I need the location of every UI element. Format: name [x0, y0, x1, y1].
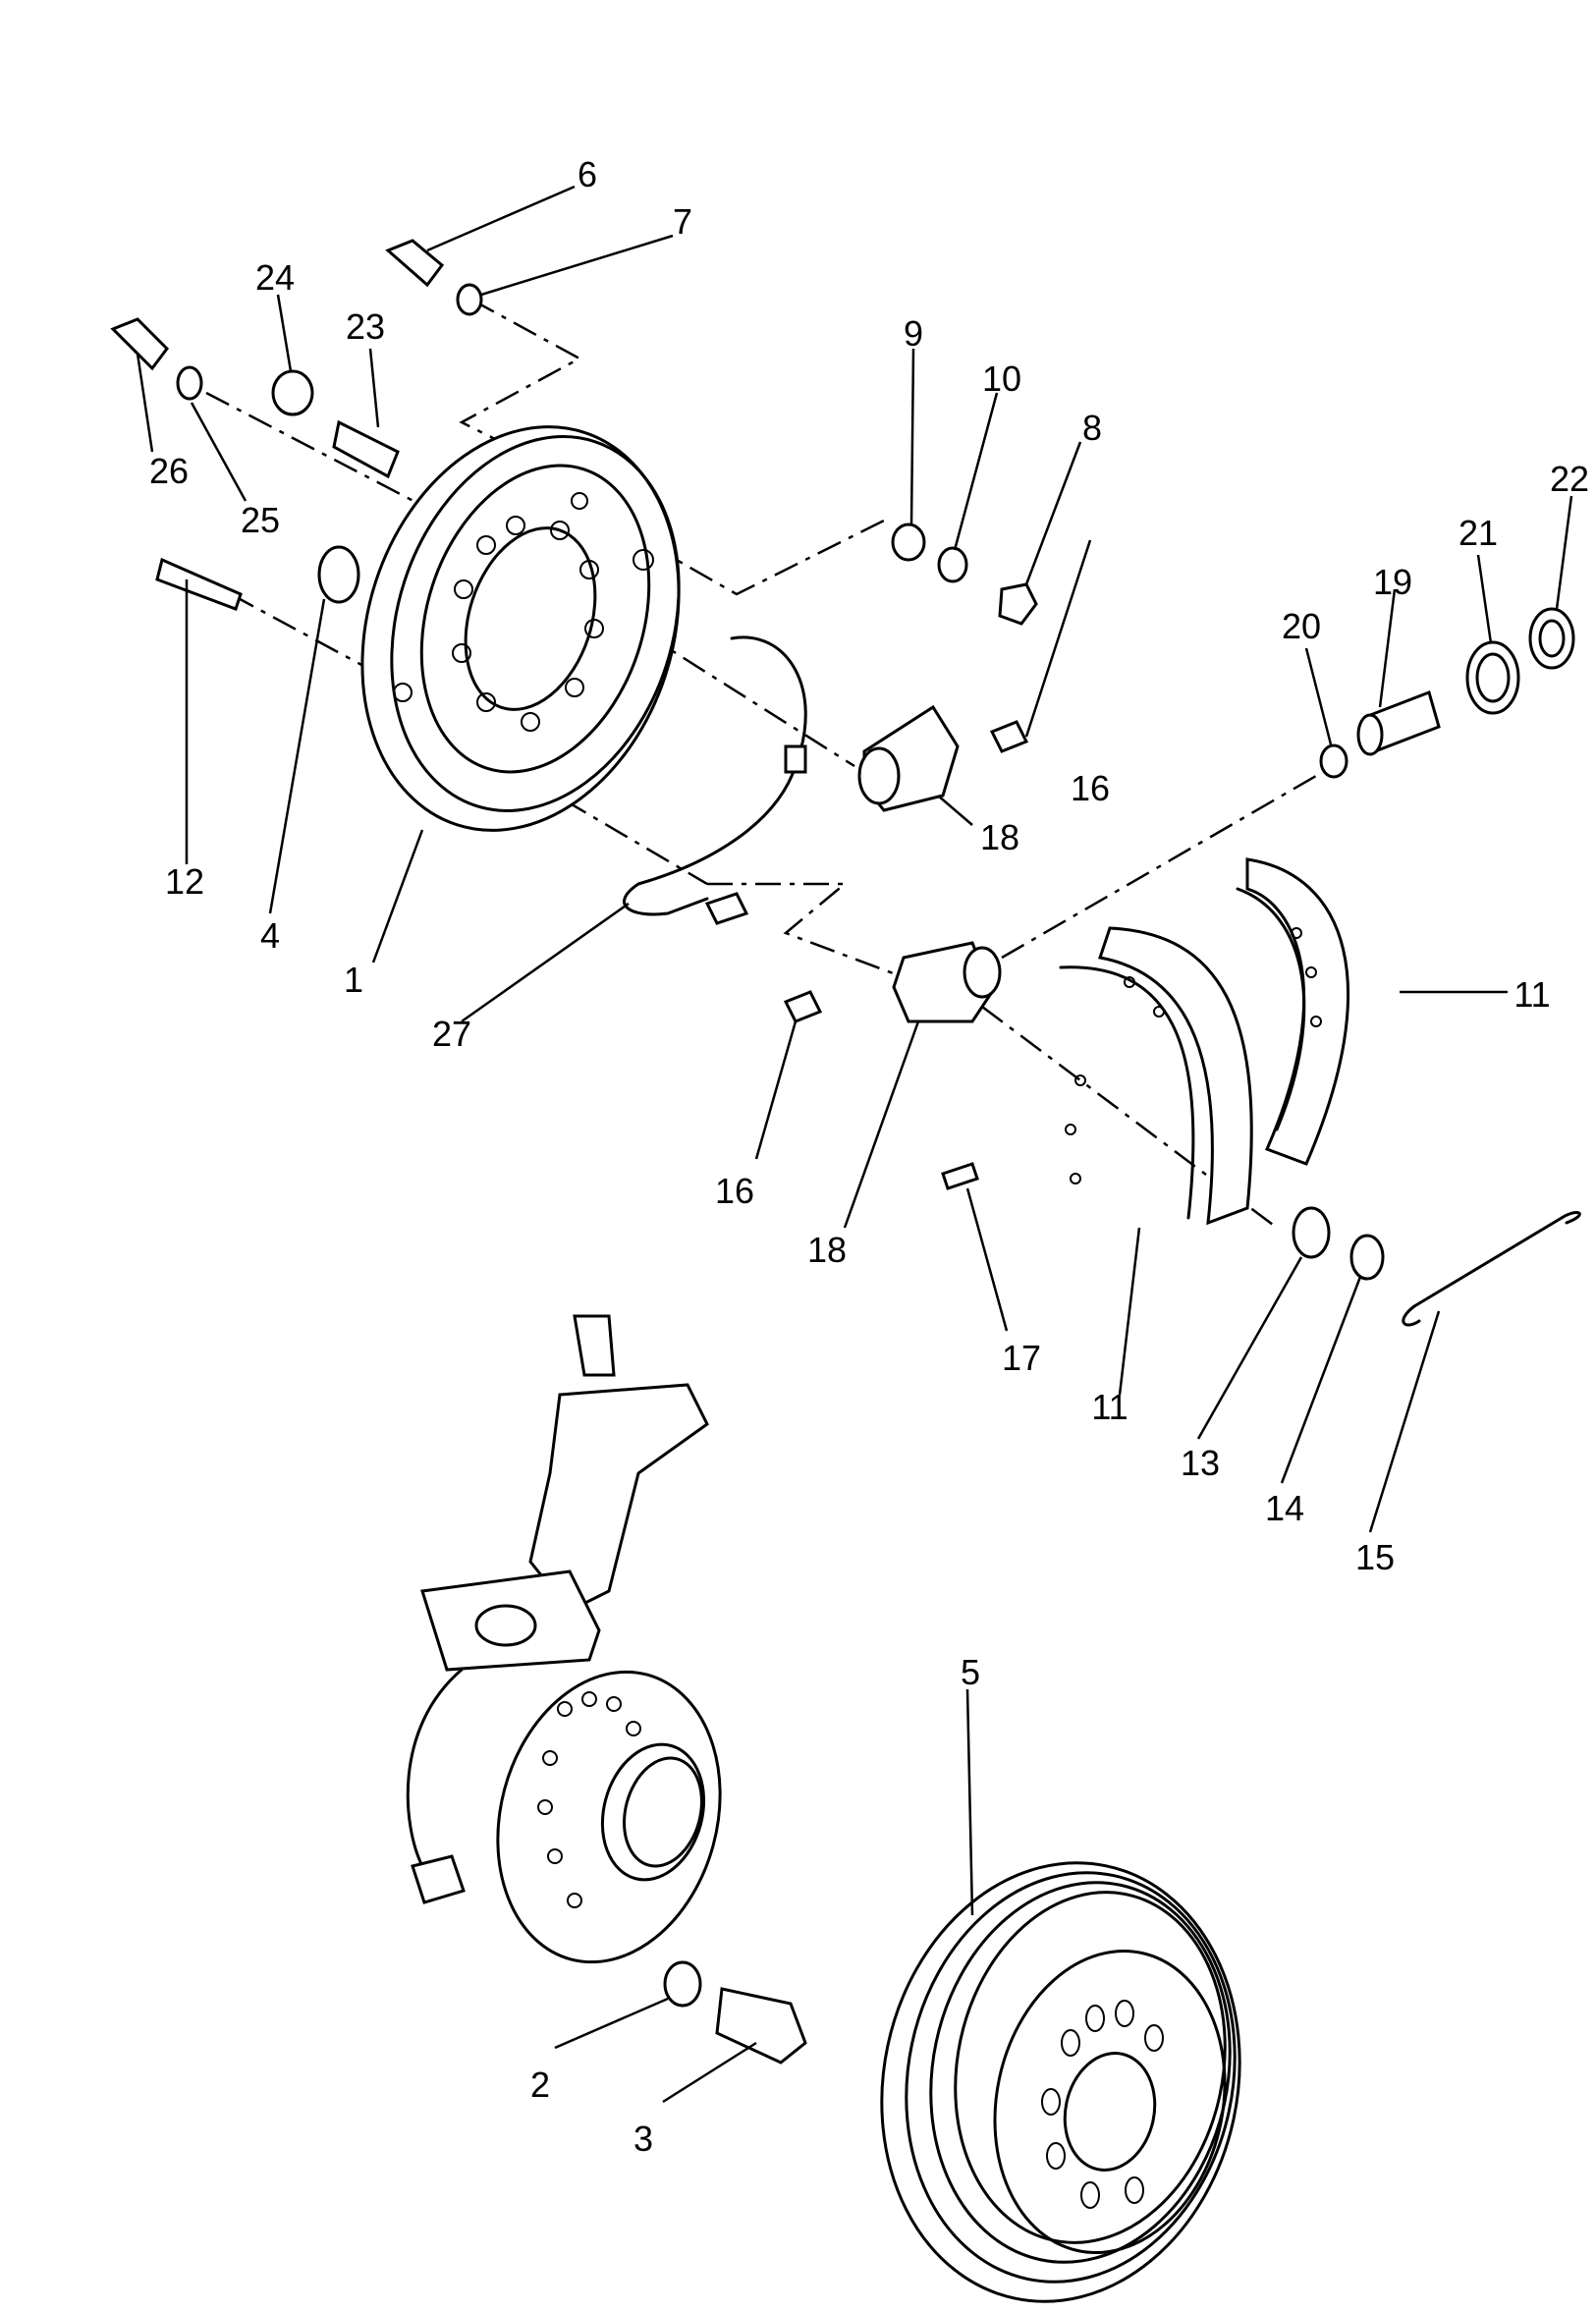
callout-3: 3: [633, 2119, 653, 2159]
return-spring-15: [1402, 1211, 1581, 1327]
backing-plate: [360, 425, 681, 832]
callout-24: 24: [255, 257, 295, 298]
callout-12: 12: [165, 861, 204, 902]
callout-21: 21: [1458, 513, 1498, 553]
callout-1: 1: [344, 960, 363, 1000]
piston-cup-20: [1319, 743, 1348, 779]
cylinder-piston-19: [1356, 690, 1441, 756]
wheel-cylinder: [892, 941, 1002, 1023]
callout-7: 7: [673, 201, 692, 242]
callout-17: 17: [1002, 1338, 1041, 1378]
wheel-cylinder-upper: [857, 704, 960, 812]
callout-18-upper: 18: [980, 817, 1019, 857]
nut-8: [998, 582, 1038, 626]
callout-10: 10: [982, 358, 1021, 399]
callout-2: 2: [530, 2064, 550, 2105]
callout-11-rear: 11: [1513, 974, 1550, 1015]
callout-5: 5: [961, 1652, 980, 1692]
callout-25: 25: [241, 500, 280, 540]
callout-20: 20: [1282, 606, 1321, 646]
washer-25: [176, 365, 203, 401]
pin-17: [941, 1162, 979, 1190]
cup-14: [1349, 1234, 1385, 1281]
callout-labels: 1 2 3 4 5 6 7 8 9 10 11 11 12 13 14 15 1…: [149, 154, 1589, 2159]
callout-8: 8: [1082, 408, 1102, 448]
brake-shoe-rear: [1236, 857, 1350, 1166]
callout-22: 22: [1550, 459, 1589, 499]
washer-9: [891, 523, 926, 562]
grommet-24: [271, 369, 314, 416]
bolt-26: [110, 317, 169, 371]
bleeder-valve-lower: [783, 990, 823, 1023]
callout-16-lower: 16: [715, 1171, 754, 1211]
callout-27: 27: [432, 1014, 471, 1054]
spring-13: [1292, 1206, 1331, 1259]
callout-13: 13: [1181, 1443, 1220, 1483]
callout-16-upper: 16: [1071, 768, 1110, 808]
callout-4: 4: [260, 915, 280, 956]
washer-7: [456, 283, 483, 316]
callout-11-front: 11: [1091, 1387, 1128, 1427]
brake-drum: [880, 1861, 1241, 2303]
callout-18-lower: 18: [807, 1230, 847, 1270]
washer-2: [663, 1960, 702, 2008]
washer-10: [937, 546, 968, 583]
fitting-23: [332, 419, 400, 479]
leader-lines: [136, 185, 1573, 2104]
bleeder-valve-upper: [989, 720, 1029, 753]
steering-knuckle: [406, 1314, 722, 1964]
callout-15: 15: [1355, 1537, 1395, 1577]
callout-19: 19: [1373, 562, 1412, 602]
callout-6: 6: [578, 154, 597, 194]
hub-bolt-3: [715, 1987, 807, 2064]
callout-26: 26: [149, 451, 189, 491]
callout-9: 9: [904, 313, 923, 354]
bolt-6: [385, 239, 445, 288]
pin-12: [155, 557, 243, 611]
spring-21: [1465, 640, 1520, 715]
callout-23: 23: [346, 306, 385, 347]
dust-cap-22: [1528, 607, 1575, 670]
callout-14: 14: [1265, 1488, 1304, 1528]
plug-4: [317, 545, 360, 604]
brake-shoe-front: [1059, 926, 1253, 1226]
